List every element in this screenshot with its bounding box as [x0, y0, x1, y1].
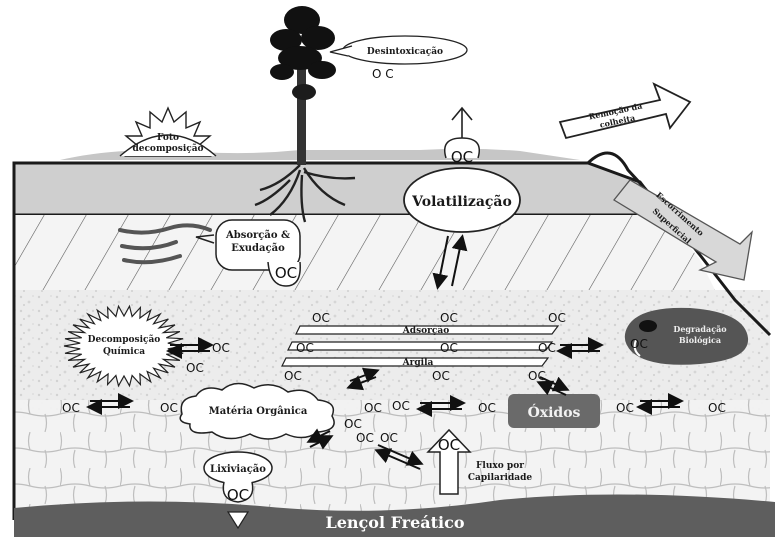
- oc-mark: OC: [296, 341, 314, 355]
- biological-degradation-label-1: Degradação: [673, 324, 727, 334]
- oc-mark: OC: [538, 341, 556, 355]
- absorption-bubble: [118, 219, 301, 287]
- leaching-label: Lixiviação: [210, 464, 266, 475]
- absorption-label-2: Exudação: [231, 243, 285, 254]
- exchange-arrows: [86, 337, 684, 470]
- oc-mark: OC: [380, 431, 398, 445]
- water-table: [14, 494, 775, 537]
- oc-mark: OC: [440, 311, 458, 325]
- oc-mark: OC: [630, 337, 648, 351]
- oc-mark: OC: [312, 311, 330, 325]
- clay-label: Argila: [402, 358, 434, 368]
- deintoxication-mark: O C: [372, 67, 394, 81]
- oc-mark: OC: [344, 417, 362, 431]
- exchange-arrow-back: [374, 448, 421, 470]
- organic-matter-cloud-icon: [179, 382, 335, 440]
- oc-mark: OC: [392, 399, 410, 413]
- organic-matter-label: Matéria Orgânica: [209, 406, 308, 417]
- volatilization-label: Volatilização: [411, 193, 512, 210]
- adsorption-label: Adsorção: [402, 325, 449, 336]
- tree-icon: [254, 6, 356, 223]
- chemical-decomposition-label-2: Química: [103, 346, 145, 357]
- surface-runoff-arrow-icon: [613, 179, 753, 281]
- leaching-bubble: [203, 451, 273, 530]
- oc-mark: OC: [356, 431, 374, 445]
- adsorption-bars: [281, 325, 560, 367]
- oc-mark: OC: [440, 341, 458, 355]
- exchange-arrow-forward: [377, 444, 424, 466]
- exchange-arrow-back: [536, 380, 567, 396]
- oc-mark: OC: [364, 401, 382, 415]
- oc-mark: OC: [160, 401, 178, 415]
- sun-icon: [119, 106, 217, 157]
- water-table-label: Lençol Freático: [325, 513, 464, 532]
- oxides-box: [508, 394, 600, 428]
- photodecomposition-label-2: decomposição: [132, 143, 203, 154]
- sky: [0, 0, 775, 165]
- oc-mark: OC: [528, 369, 546, 383]
- photodecomposition-label-1: Foto: [157, 133, 179, 143]
- volatilization-up-arrow: [451, 234, 468, 287]
- biological-degradation-blob-icon: [624, 307, 749, 365]
- capillary-flow-arrow-icon: [426, 428, 472, 495]
- exchange-arrow-back: [309, 435, 334, 450]
- capillary-oc: OC: [438, 436, 460, 454]
- leaching-oc: OC: [227, 486, 249, 504]
- oc-mark: OC: [432, 369, 450, 383]
- crop-removal-arrow-icon: [558, 82, 692, 140]
- volatilization-down-arrow: [432, 235, 449, 290]
- biological-degradation-label-2: Biológica: [679, 335, 721, 345]
- oc-mark: OC: [478, 401, 496, 415]
- deintoxication-label: Desintoxicação: [367, 46, 443, 57]
- oc-mark: OC: [62, 401, 80, 415]
- absorption-oc: OC: [275, 264, 297, 282]
- capillary-flow-label-1: Fluxo por: [476, 461, 524, 471]
- oxides-label: Óxidos: [528, 403, 581, 421]
- chemical-decomposition-burst-icon: [63, 304, 185, 388]
- oc-mark: OC: [186, 361, 204, 375]
- oc-mark: OC: [212, 341, 230, 355]
- capillary-flow-label-2: Capilaridade: [468, 473, 533, 483]
- oc-mark: OC: [708, 401, 726, 415]
- oc-mark: OC: [548, 311, 566, 325]
- volatilization-bubble: [403, 106, 521, 233]
- chemical-decomposition-label-1: Decomposição: [88, 334, 161, 345]
- exchange-arrow-back: [346, 375, 377, 391]
- oc-mark: OC: [284, 369, 302, 383]
- oc-mark: OC: [616, 401, 634, 415]
- absorption-label-1: Absorção &: [225, 230, 290, 241]
- volatilization-oc: OC: [451, 148, 473, 166]
- deintoxication-bubble: [329, 35, 468, 65]
